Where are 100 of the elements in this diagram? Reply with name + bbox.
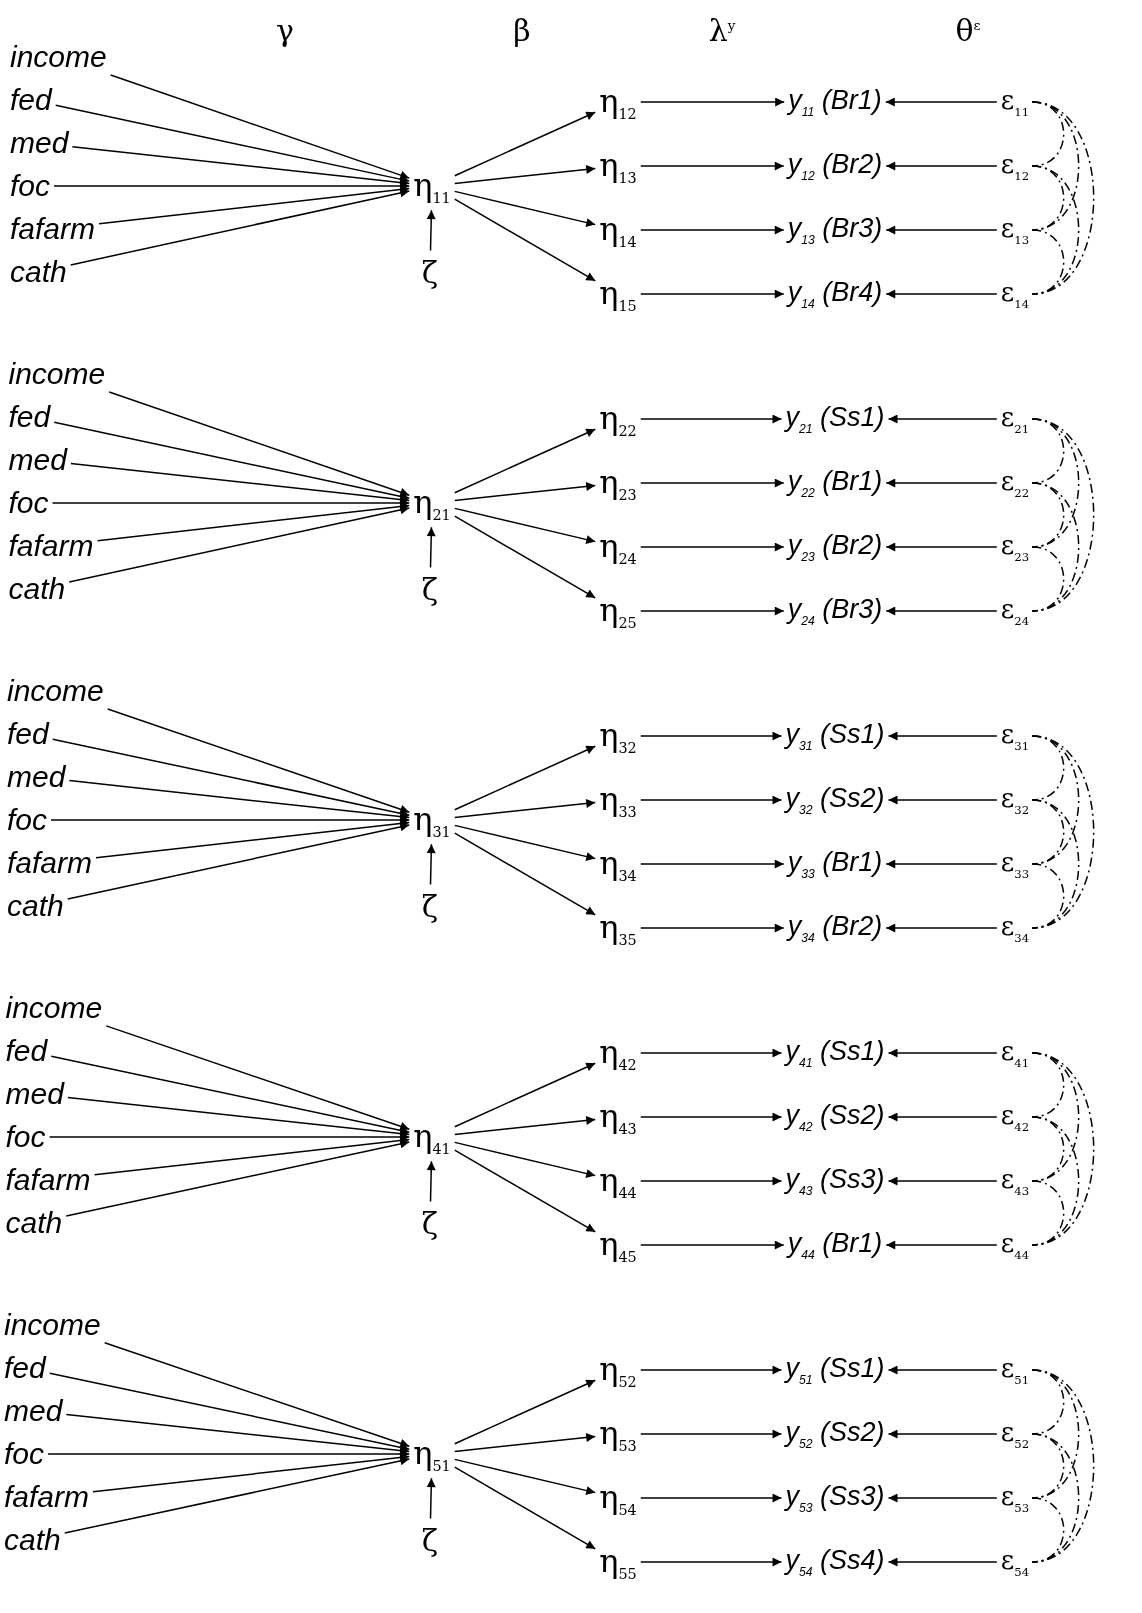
column-heading: θ$^{ε}$ xyxy=(955,12,981,48)
error-term: ε$_{42}$ xyxy=(1000,1100,1030,1134)
error-term: ε$_{43}$ xyxy=(1000,1164,1030,1198)
covariance-arc xyxy=(1031,1116,1080,1246)
path-arrow xyxy=(454,481,596,502)
path-arrow xyxy=(885,923,998,933)
variable-label: fafarm xyxy=(8,529,94,563)
variable-label: foc xyxy=(8,486,49,520)
indicator-label: y$_{11}$ (Br1) xyxy=(788,85,882,119)
covariance-arc xyxy=(1031,546,1065,612)
path-arrow xyxy=(68,505,410,583)
path-arrow xyxy=(640,1048,783,1058)
path-arrow xyxy=(640,225,785,235)
error-term: ε$_{22}$ xyxy=(1000,466,1030,500)
path-arrow xyxy=(640,859,785,869)
path-arrow xyxy=(67,1096,410,1139)
indicator-label: y$_{13}$ (Br3) xyxy=(787,213,883,247)
variable-label: foc xyxy=(4,1437,45,1471)
indicator-label: y$_{14}$ (Br4) xyxy=(787,277,883,311)
latent-variable: η$_{35}$ xyxy=(599,907,637,949)
indicator-label: y$_{53}$ (Ss3) xyxy=(785,1481,885,1515)
variable-label: foc xyxy=(10,169,51,203)
disturbance-label: ζ xyxy=(421,1205,439,1241)
path-arrow xyxy=(66,822,410,900)
disturbance-label: ζ xyxy=(421,571,439,607)
variable-label: income xyxy=(7,674,104,708)
path-arrow xyxy=(454,1466,596,1550)
variable-label: med xyxy=(8,443,67,477)
latent-variable: η$_{23}$ xyxy=(599,462,637,504)
covariance-arc xyxy=(1031,863,1065,929)
latent-variable: η$_{12}$ xyxy=(599,81,637,123)
path-arrow xyxy=(65,1413,410,1456)
path-arrow xyxy=(54,104,410,184)
variable-label: med xyxy=(7,760,66,794)
path-arrow xyxy=(68,779,410,822)
indicator-label: y$_{22}$ (Br1) xyxy=(787,466,883,500)
indicator-label: y$_{42}$ (Ss2) xyxy=(785,1100,885,1134)
indicator-label: y$_{24}$ (Br3) xyxy=(787,594,883,628)
path-arrow xyxy=(98,185,410,225)
path-arrow xyxy=(426,843,436,886)
error-term: ε$_{11}$ xyxy=(1000,85,1030,119)
path-arrow xyxy=(885,542,998,552)
column-heading: λ$^{y}$ xyxy=(708,12,736,48)
path-arrow xyxy=(454,164,596,185)
path-arrow xyxy=(93,1136,410,1176)
path-arrow xyxy=(426,1160,436,1203)
variable-label: fafarm xyxy=(5,1163,91,1197)
error-term: ε$_{21}$ xyxy=(1000,402,1030,436)
variable-label: income xyxy=(5,991,103,1025)
path-arrow xyxy=(454,507,596,544)
path-arrow xyxy=(454,1432,596,1453)
covariance-arc xyxy=(1031,165,1080,295)
covariance-arc xyxy=(1031,1497,1065,1563)
path-arrow xyxy=(454,745,596,811)
covariance-arc xyxy=(1031,418,1095,612)
covariance-arc xyxy=(1031,1052,1095,1246)
variable-label: med xyxy=(5,1077,64,1111)
variable-label: income xyxy=(8,357,106,391)
path-arrow xyxy=(426,526,436,569)
path-arrow xyxy=(103,1342,410,1448)
path-arrow xyxy=(887,1365,998,1375)
variable-label: fed xyxy=(4,1351,46,1385)
path-arrow xyxy=(640,1429,783,1439)
indicator-label: y$_{34}$ (Br2) xyxy=(787,911,883,945)
variable-label: fafarm xyxy=(7,846,93,880)
path-arrow xyxy=(96,502,410,542)
path-arrow xyxy=(887,1493,998,1503)
path-arrow xyxy=(887,731,998,741)
path-arrow xyxy=(885,859,998,869)
error-term: ε$_{41}$ xyxy=(1000,1036,1030,1070)
path-arrow xyxy=(640,161,785,171)
variable-label: cath xyxy=(10,255,67,289)
path-arrow xyxy=(92,1453,410,1493)
latent-variable: η$_{31}$ xyxy=(413,799,451,841)
path-arrow xyxy=(640,1176,783,1186)
path-arrow xyxy=(640,1557,783,1567)
error-term: ε$_{13}$ xyxy=(1000,213,1030,247)
error-term: ε$_{24}$ xyxy=(1000,594,1030,628)
variable-label: med xyxy=(4,1394,63,1428)
indicator-label: y$_{32}$ (Ss2) xyxy=(785,783,885,817)
path-arrow xyxy=(454,1379,596,1445)
path-arrow xyxy=(640,478,785,488)
covariance-arc xyxy=(1031,735,1095,929)
path-arrow xyxy=(887,1176,998,1186)
path-arrow xyxy=(454,832,596,916)
path-arrow xyxy=(640,542,785,552)
latent-variable: η$_{54}$ xyxy=(599,1477,637,1519)
path-arrow xyxy=(885,289,998,299)
path-arrow xyxy=(454,1149,596,1233)
path-arrow xyxy=(454,798,596,819)
path-arrow xyxy=(640,289,785,299)
path-arrow xyxy=(454,428,596,494)
path-arrow xyxy=(640,97,785,107)
latent-variable: η$_{22}$ xyxy=(599,398,637,440)
path-arrow xyxy=(885,1240,998,1250)
path-arrow xyxy=(887,1557,998,1567)
path-arrow xyxy=(887,1429,998,1439)
error-term: ε$_{33}$ xyxy=(1000,847,1030,881)
variable-label: fed xyxy=(10,83,52,117)
disturbance-label: ζ xyxy=(421,1522,439,1558)
